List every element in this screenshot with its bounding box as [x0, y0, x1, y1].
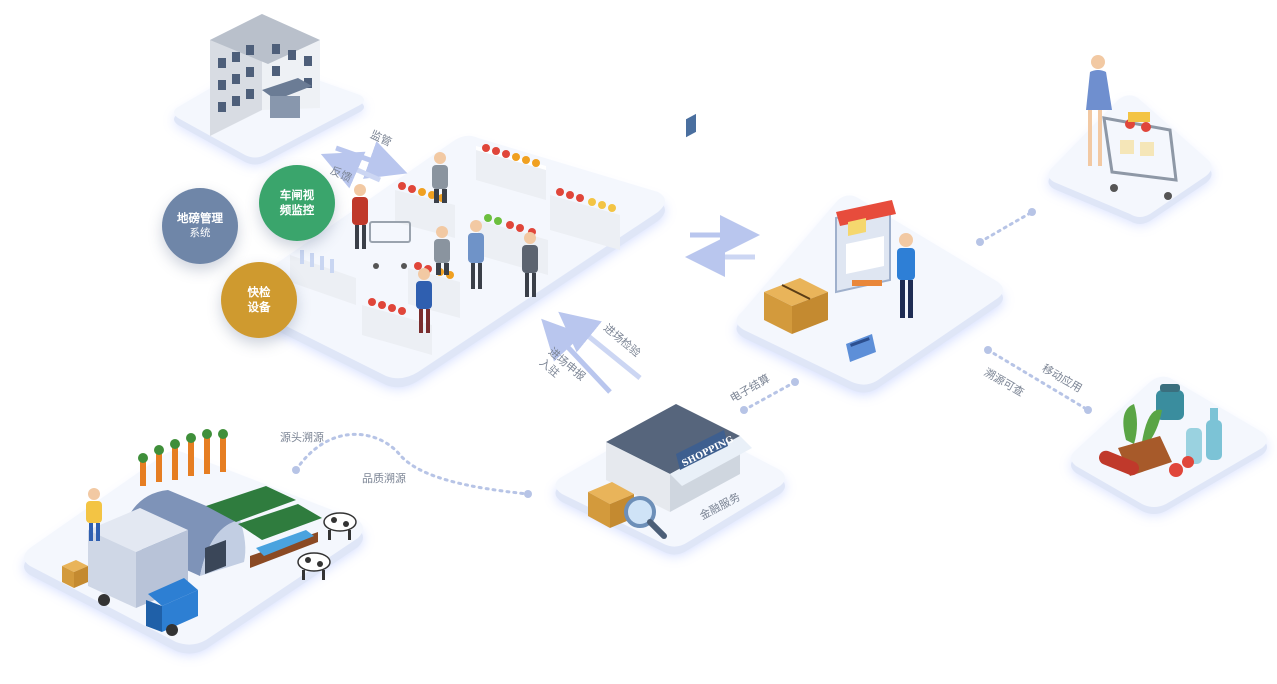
badge-label: 地磅管理: [177, 211, 223, 225]
fresh-produce-icon: [1099, 384, 1222, 477]
badge-label: 车闸视: [279, 188, 315, 202]
label-source-trace: 源头溯源: [280, 431, 324, 444]
shopping-cart-customer-icon: [1086, 55, 1178, 200]
vendor-figure: [434, 226, 450, 275]
online-checkout-icon: [764, 200, 915, 362]
dotted-connectors: [294, 210, 1090, 496]
market-stall: [550, 188, 620, 250]
platform-checkout: [736, 195, 1003, 395]
bottle-icon: [1186, 408, 1222, 464]
shopping-store-icon: [588, 113, 752, 539]
badge-label: 系统: [189, 227, 211, 239]
shopper-figure: [352, 184, 411, 269]
cardboard-box: [588, 482, 634, 528]
arrow-supervision: [320, 141, 408, 189]
jar-icon: [1156, 384, 1184, 420]
salesman-figure: [897, 233, 915, 318]
storefront-screen: [835, 200, 896, 294]
vendor-figure: [522, 232, 538, 297]
badge-label: 频监控: [279, 203, 315, 217]
market-stall: [476, 144, 546, 200]
farmer-figure: [86, 488, 102, 541]
label-quality-trace: 品质溯源: [362, 472, 406, 485]
cardboard-box: [62, 560, 88, 588]
delivery-truck: [88, 508, 198, 636]
vegetable-leaves: [1123, 404, 1162, 446]
vendor-figure: [432, 152, 448, 203]
crop-field: [140, 436, 226, 486]
magnifier-icon: [624, 496, 667, 539]
badge-label: 设备: [247, 300, 271, 314]
government-building-icon: [210, 14, 320, 136]
cow-icon: [297, 552, 331, 580]
connector-dots: [292, 208, 1092, 498]
farm-greenhouse-icon: [62, 429, 357, 636]
market-stall: [290, 250, 356, 305]
arrow-entry: [541, 311, 642, 394]
badge-label: 快检: [247, 285, 271, 299]
market-stall: [362, 298, 432, 355]
shopper-figure: [468, 220, 484, 289]
arrow-market-checkout: [685, 215, 760, 277]
vegetable-beds: [206, 486, 322, 568]
weighbridge-system-badge: 地磅管理系统: [162, 188, 238, 264]
cow-icon: [323, 512, 357, 540]
farmers-market-icon: [290, 144, 620, 355]
quick-test-device-badge: 快检设备: [221, 262, 297, 338]
shopper-figure: [416, 268, 432, 333]
credit-card-icon: [846, 334, 876, 362]
cardboard-box: [764, 278, 828, 334]
camera-monitoring-badge: 车闸视频监控: [259, 165, 335, 241]
